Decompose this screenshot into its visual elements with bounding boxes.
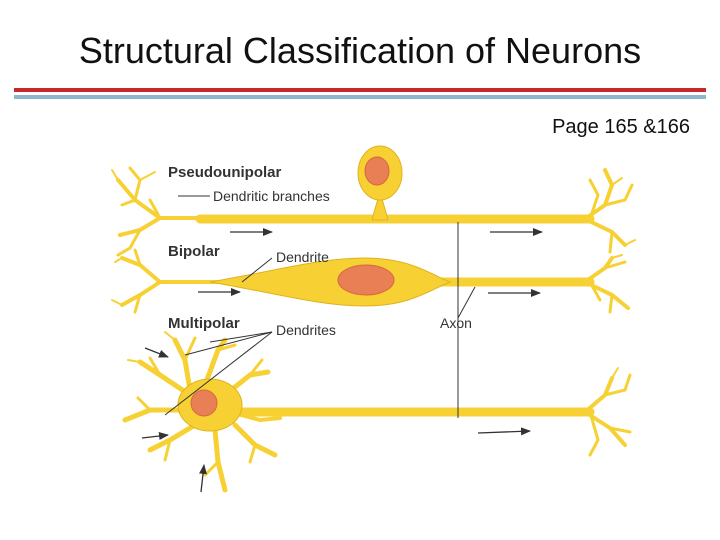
divider-red (14, 88, 706, 92)
label-dendritic-branches: Dendritic branches (213, 188, 330, 204)
pseudounipolar-terminal-tree (583, 168, 636, 254)
arrow-up-icon (199, 464, 207, 493)
label-bipolar: Bipolar (168, 243, 220, 260)
leader-dendrites-1 (209, 331, 273, 343)
label-pseudounipolar: Pseudounipolar (168, 164, 282, 181)
slide-title: Structural Classification of Neurons (78, 30, 642, 71)
pseudounipolar-dendritic-tree (111, 166, 212, 257)
leader-dendrites-2 (184, 331, 273, 356)
arrow-right-icon (144, 347, 169, 358)
direction-arrows (141, 228, 543, 493)
arrow-right-icon (477, 427, 531, 436)
multipolar-terminal-tree (583, 367, 632, 457)
label-multipolar: Multipolar (168, 315, 240, 332)
label-dendrite: Dendrite (276, 249, 329, 265)
multipolar-neuron (122, 331, 632, 493)
pseudounipolar-nucleus (364, 156, 390, 186)
label-dendrites: Dendrites (276, 322, 336, 338)
leader-bipolar-dendrite (241, 257, 273, 283)
bipolar-cell-body (209, 257, 452, 307)
bipolar-dendrite-tree (111, 248, 227, 314)
bipolar-neuron (111, 248, 630, 314)
page-reference: Page 165 &166 (552, 116, 690, 138)
arrow-right-icon (141, 432, 169, 441)
leader-dendrites-3 (164, 331, 273, 416)
leader-lines (164, 195, 476, 418)
pseudounipolar-neuron (111, 145, 636, 257)
label-axon: Axon (440, 315, 472, 331)
bipolar-nucleus (337, 264, 395, 296)
multipolar-nucleus (190, 389, 218, 417)
bipolar-terminal-tree (583, 254, 630, 314)
divider-blue (14, 95, 706, 99)
leader-axon-bipolar (457, 286, 476, 319)
